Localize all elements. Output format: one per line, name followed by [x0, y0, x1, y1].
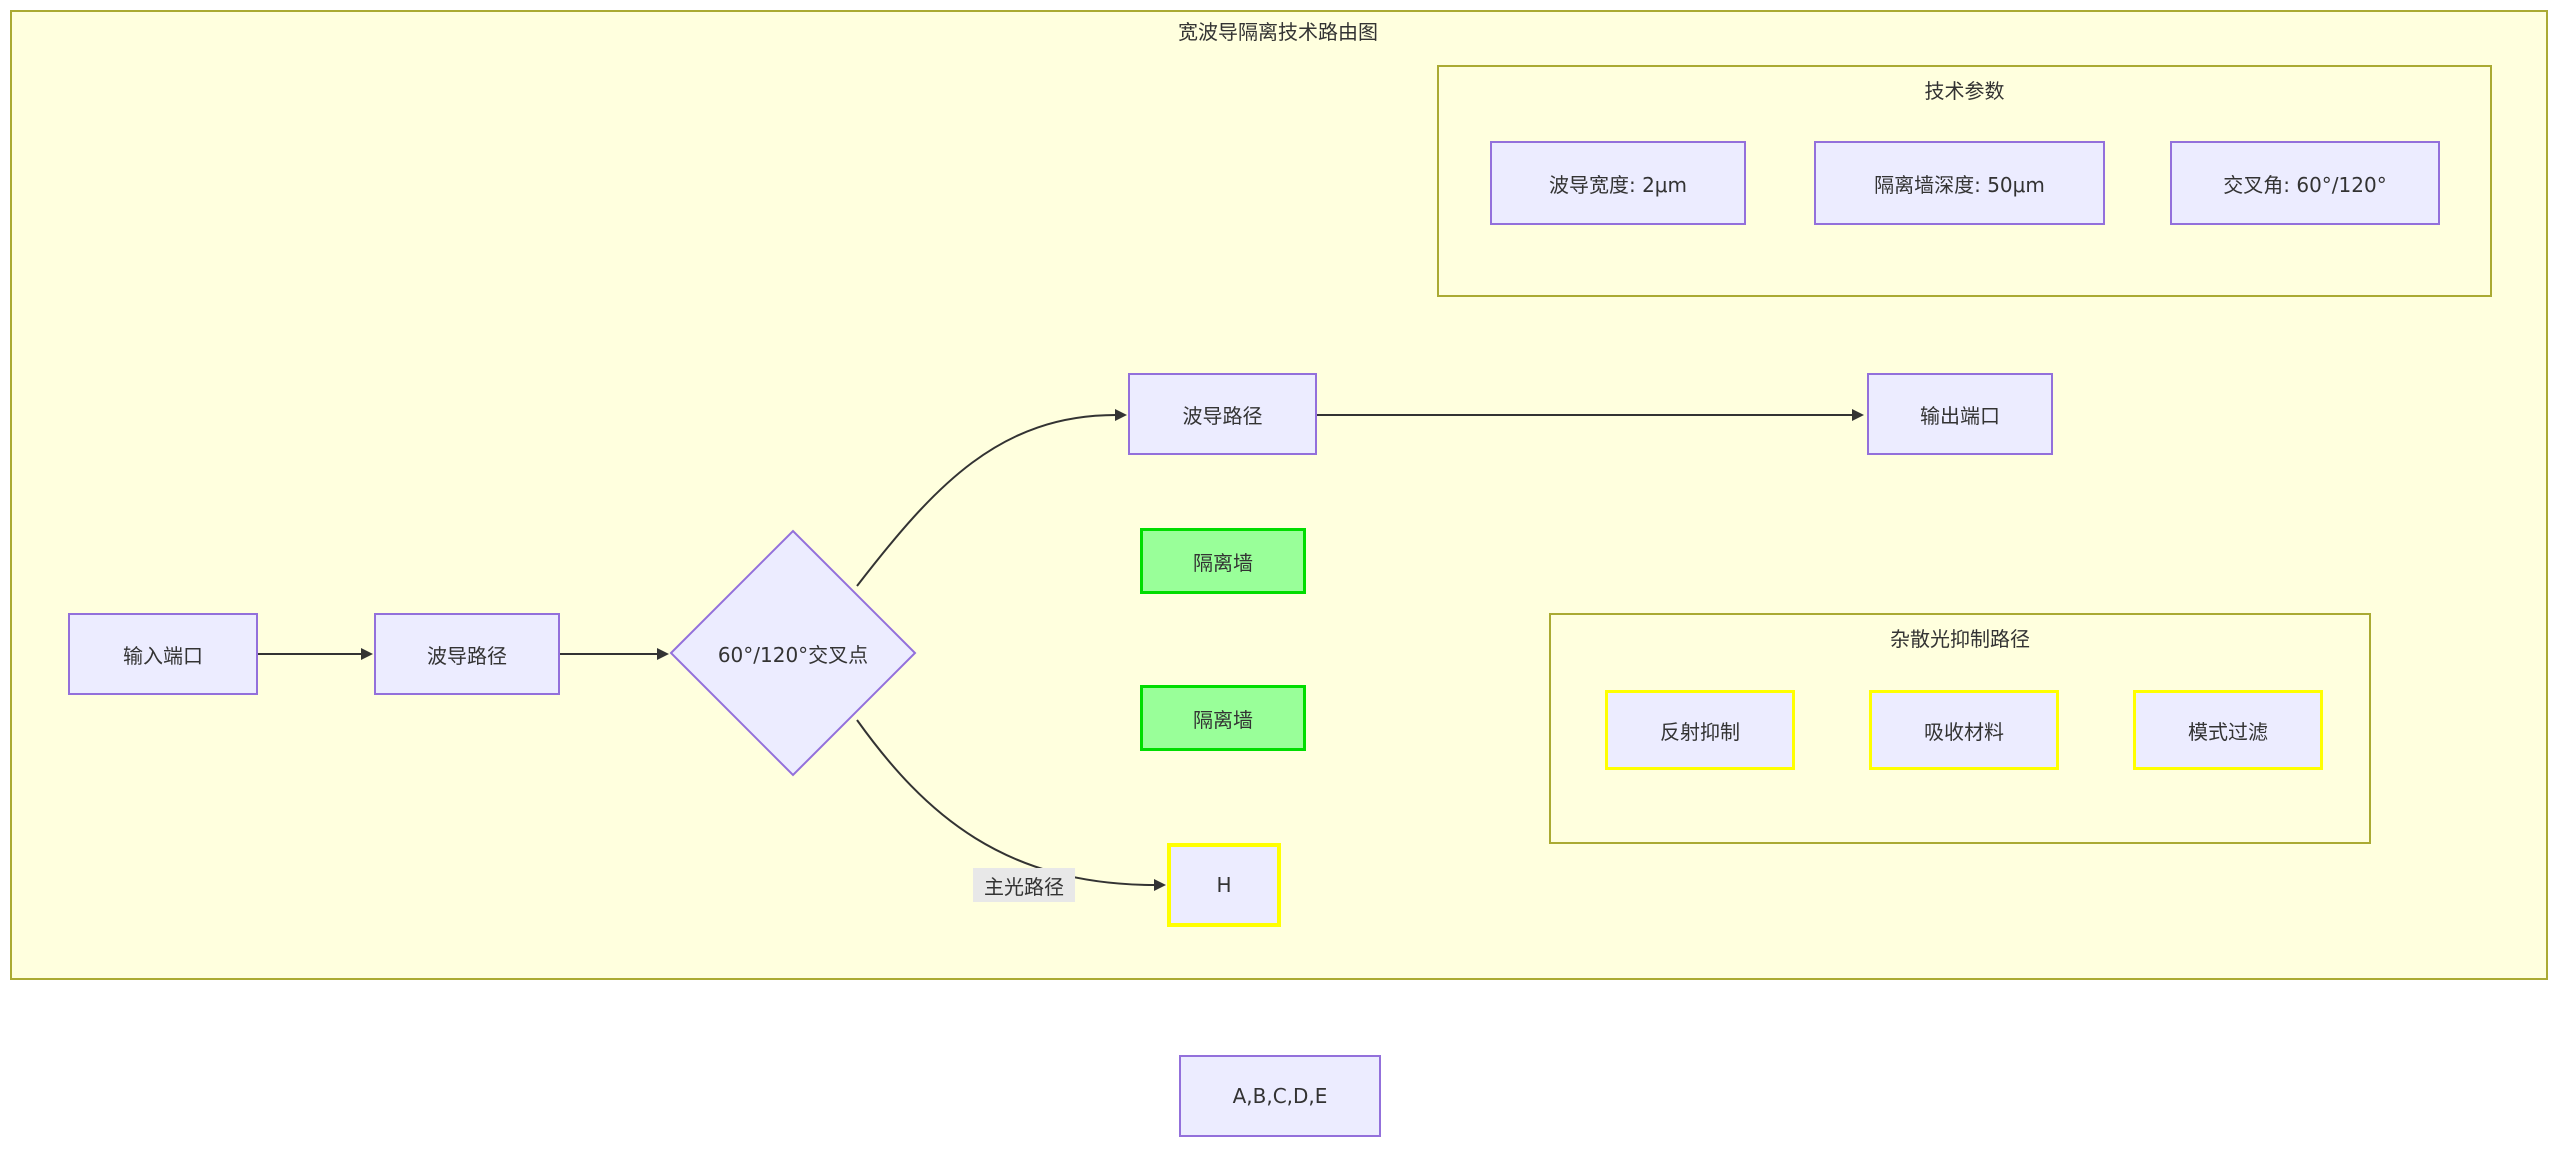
node-absorbing-material: 吸收材料 [1869, 690, 2059, 770]
node-waveguide-path-1: 波导路径 [374, 613, 560, 695]
edge-crosspoint-to-h [856, 719, 1166, 891]
node-isolation-wall-1: 隔离墙 [1140, 528, 1306, 594]
edge-label-main-optical-path: 主光路径 [973, 868, 1075, 902]
node-isolation-wall-2: 隔离墙 [1140, 685, 1306, 751]
subgraph-tech-params: 技术参数 波导宽度: 2μm 隔离墙深度: 50μm 交叉角: 60°/120° [1437, 65, 2492, 297]
subgraph-stray-light-title: 杂散光抑制路径 [1890, 627, 2030, 651]
subgraph-tech-params-title: 技术参数 [1924, 79, 2005, 103]
node-h: H [1167, 843, 1281, 927]
crosspoint-diamond-shape [669, 529, 917, 777]
diagram-title: 宽波导隔离技术路由图 [1178, 20, 1378, 44]
node-reflection-suppression: 反射抑制 [1605, 690, 1795, 770]
node-waveguide-width: 波导宽度: 2μm [1490, 141, 1746, 225]
subgraph-stray-light: 杂散光抑制路径 反射抑制 吸收材料 模式过滤 [1549, 613, 2371, 844]
node-crossing-angle: 交叉角: 60°/120° [2170, 141, 2440, 225]
node-abcde: A,B,C,D,E [1179, 1055, 1381, 1137]
node-isolation-wall-depth: 隔离墙深度: 50μm [1814, 141, 2105, 225]
node-waveguide-path-2: 波导路径 [1128, 373, 1317, 455]
node-mode-filtering: 模式过滤 [2133, 690, 2323, 770]
node-input-port: 输入端口 [68, 613, 258, 695]
node-output-port: 输出端口 [1867, 373, 2053, 455]
edge-crosspoint-to-waveguide2 [856, 409, 1127, 587]
